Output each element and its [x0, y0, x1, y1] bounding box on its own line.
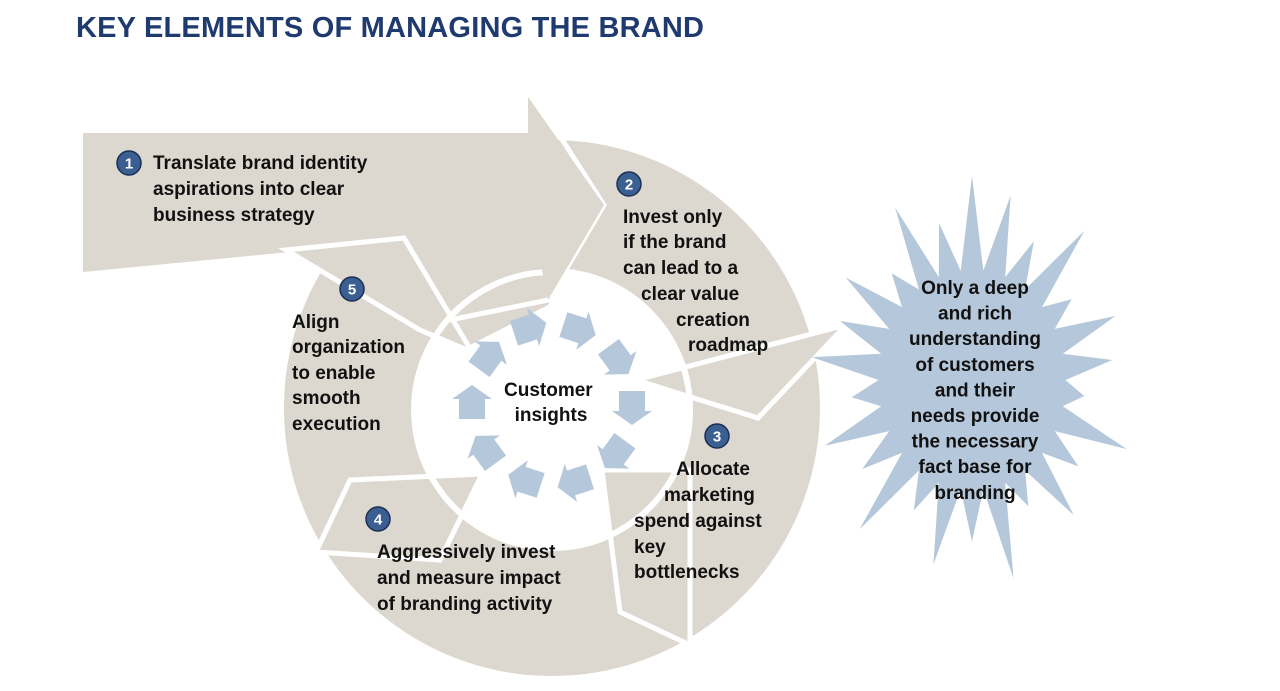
callout-line: branding [934, 483, 1015, 504]
callout-starburst [811, 175, 1127, 579]
callout-line: and their [935, 380, 1016, 401]
step-3-badge: 3 [704, 423, 730, 449]
cycle-arrow-icon [452, 385, 492, 419]
cycle-arrow-icon [467, 435, 507, 471]
step-3-text: Allocate marketing spend against key bot… [634, 459, 767, 583]
callout-line: needs provide [911, 406, 1040, 427]
cycle-arrow-icon [509, 308, 547, 347]
step-4-badge: 4 [365, 506, 391, 532]
svg-text:3: 3 [713, 429, 721, 446]
step-2-text: Invest only if the brand can lead to a c… [623, 207, 768, 356]
callout-line: fact base for [919, 457, 1033, 478]
center-line: Customer [504, 380, 593, 401]
callout-text: Only a deep and rich understanding of custo… [909, 278, 1041, 504]
cycle-arrow-icon [508, 460, 545, 499]
callout-line: understanding [909, 329, 1041, 350]
step-4-text: Aggressively invest and measure impact o… [377, 542, 566, 615]
cycle-arrow-icon [559, 311, 596, 350]
svg-text:2: 2 [625, 177, 633, 194]
center-line: insights [515, 405, 588, 426]
arrow-head-3 [599, 467, 693, 649]
page-title: KEY ELEMENTS OF MANAGING THE BRAND [76, 12, 705, 44]
step-5-text: Align organization to enable smooth exec… [292, 312, 410, 435]
callout-line: Only a deep [921, 278, 1029, 299]
cycle-arrow-icon [468, 341, 508, 377]
step-1-badge: 1 [116, 150, 142, 176]
callout-line: of customers [915, 355, 1034, 376]
cycle-arrow-icon [596, 433, 636, 469]
callout-line: the necessary [912, 432, 1039, 453]
cycle-arrow-icon [557, 463, 595, 502]
center-label: Customer insights [504, 380, 598, 426]
step-2-badge: 2 [616, 171, 642, 197]
callout-line: and rich [938, 304, 1012, 325]
customer-insights-cycle [452, 308, 652, 502]
svg-text:1: 1 [125, 156, 133, 173]
arrow-step-1 [83, 97, 604, 345]
svg-text:4: 4 [374, 512, 383, 529]
cycle-arrow-icon [612, 391, 652, 425]
cycle-arrow-icon [597, 339, 637, 375]
arrow-head-5 [278, 235, 479, 358]
step-5-badge: 5 [339, 276, 365, 302]
step-1-text: Translate brand identity aspirations int… [153, 153, 373, 226]
svg-text:5: 5 [348, 282, 356, 299]
